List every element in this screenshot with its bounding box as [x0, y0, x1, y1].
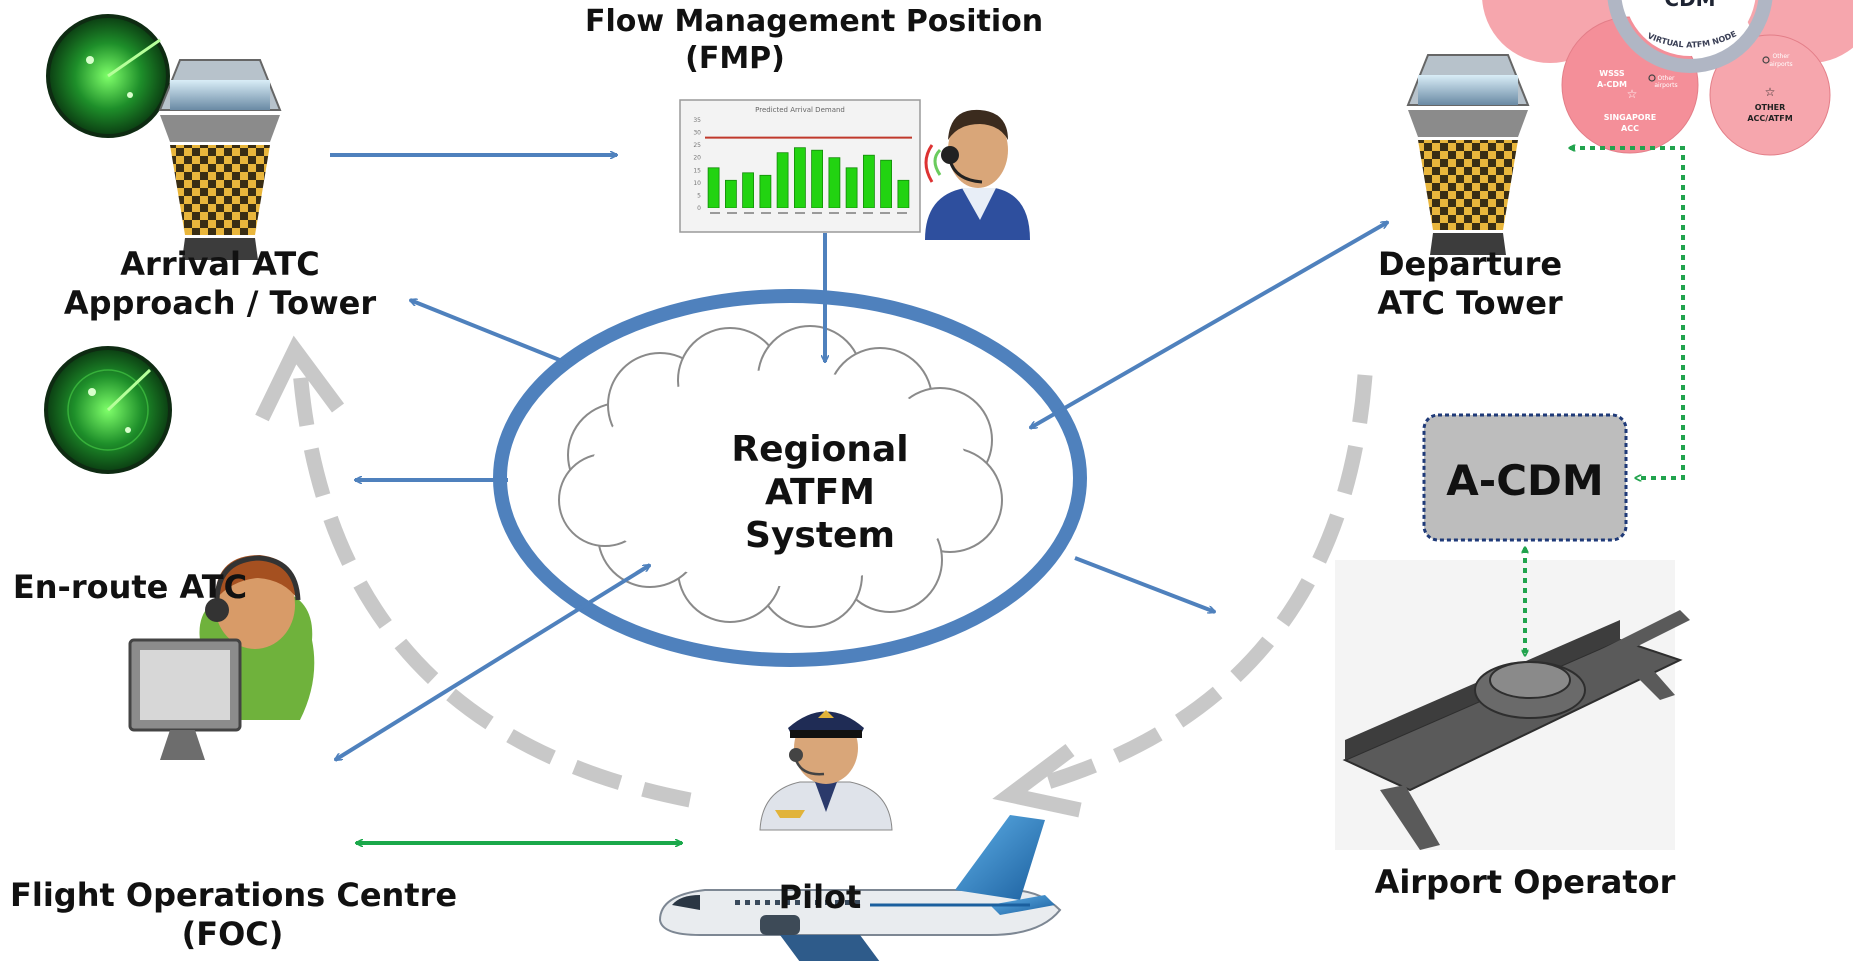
fmp-chart-y-tick: 25 — [693, 142, 701, 149]
enroute-label: En-route ATC — [5, 568, 255, 607]
vnode-right-other2: airports — [1769, 61, 1792, 68]
arrow-system-to-arrival — [410, 298, 573, 367]
departure-label: Departure ATC Tower — [1355, 245, 1585, 323]
fmp-chart-title: Predicted Arrival Demand — [755, 106, 845, 114]
vnode-right-line1: OTHER — [1755, 103, 1786, 112]
fmp-chart-bar — [725, 179, 737, 209]
dotted-green-arrows — [1525, 148, 1685, 655]
vnode-left-other1: Other — [1657, 75, 1675, 82]
fmp-chart-bar — [862, 154, 875, 209]
vnode-left-line2: A-CDM — [1597, 80, 1627, 89]
pilot-icon — [759, 710, 893, 831]
foc-operator-icon — [128, 555, 315, 760]
blue-arrows — [330, 155, 1388, 762]
fmp-chart-bar — [880, 159, 893, 209]
fmp-chart-bar — [742, 172, 754, 209]
fmp-chart-bar — [845, 167, 858, 209]
enroute-label-text: En-route ATC — [12, 568, 248, 606]
fmp-chart-y-ticks: 35 30 25 20 15 10 5 0 — [693, 117, 701, 212]
vnode-left-bottom2: ACC — [1621, 124, 1639, 133]
departure-label-line2: ATC Tower — [1377, 284, 1563, 323]
arrow-foc-system — [335, 563, 650, 762]
arrival-label-line1: Arrival ATC — [120, 245, 320, 283]
system-label-line1: Regional — [731, 429, 909, 470]
fmp-label: Flow Management Position (FMP) — [585, 4, 1044, 77]
vnode-left-star: ☆ — [1627, 87, 1638, 101]
fmp-chart-bar — [707, 167, 720, 209]
airport-label-text: Airport Operator — [1374, 863, 1676, 901]
fmp-chart-x-labels — [705, 208, 912, 226]
gray-dashed-arrow-right — [1018, 374, 1373, 798]
airport-label: Airport Operator — [1370, 863, 1680, 902]
virtual-atfm-node: VIRTUAL ATFM NODE CDM WSSS A-CDM ☆ Other… — [1482, 0, 1853, 156]
pilot-label-text: Pilot — [778, 878, 862, 916]
fmp-label-line2: (FMP) — [685, 40, 785, 76]
fmp-chart-y-tick: 10 — [693, 180, 701, 187]
fmp-chart-y-tick: 30 — [693, 130, 701, 137]
system-label: Regional ATFM System — [700, 428, 940, 558]
airport-terminal-icon — [1335, 560, 1690, 850]
fmp-chart-y-tick: 5 — [697, 192, 701, 199]
pilot-label: Pilot — [755, 878, 885, 917]
vnode-right-star: ☆ — [1765, 85, 1776, 99]
vnode-left-other2: airports — [1654, 82, 1677, 89]
fmp-chart-bar — [759, 174, 772, 209]
fmp-chart-bar — [776, 152, 789, 209]
vnode-right-line2: ACC/ATFM — [1747, 114, 1792, 123]
fmp-chart-y-tick: 20 — [693, 155, 701, 162]
fmp-chart-y-tick: 35 — [693, 117, 701, 124]
arrival-label-line2: Approach / Tower — [63, 284, 377, 323]
departure-label-line1: Departure — [1377, 245, 1563, 283]
departure-tower-icon — [1406, 54, 1530, 255]
acdm-label: A-CDM — [1424, 455, 1626, 506]
vnode-left-bottom1: SINGAPORE — [1604, 113, 1656, 122]
foc-label-line2: (FOC) — [181, 915, 284, 954]
arrival-tower-icon — [46, 14, 282, 260]
airplane-icon — [658, 815, 1062, 961]
vnode-left-line1: WSSS — [1599, 69, 1625, 78]
arrow-departure-system — [1030, 220, 1388, 430]
vnode-center-label: CDM — [1664, 0, 1715, 11]
foc-label-line1: Flight Operations Centre — [10, 876, 458, 914]
system-label-line3: System — [745, 515, 895, 557]
arrival-label: Arrival ATC Approach / Tower — [55, 245, 385, 323]
arrow-system-to-airport — [1074, 556, 1215, 612]
fmp-chart: Predicted Arrival Demand 35 30 25 20 15 10 5 0 — [679, 99, 921, 233]
fmp-chart-bar — [794, 147, 806, 209]
system-label-line2: ATFM — [764, 472, 876, 514]
fmp-label-line1: Flow Management Position — [585, 4, 1044, 39]
fmp-chart-y-tick: 15 — [693, 167, 701, 174]
fmp-chart-y-tick: 0 — [697, 205, 701, 212]
fmp-operator-icon — [924, 109, 1030, 240]
acdm-label-text: A-CDM — [1446, 456, 1604, 505]
vnode-right-other1: Other — [1772, 53, 1790, 60]
fmp-chart-bar — [897, 179, 910, 209]
enroute-radar-icon — [44, 346, 172, 474]
foc-label: Flight Operations Centre (FOC) — [10, 876, 458, 954]
fmp-chart-bar — [811, 149, 824, 209]
regional-atfm-system — [493, 289, 1087, 667]
fmp-chart-bar — [828, 157, 841, 209]
